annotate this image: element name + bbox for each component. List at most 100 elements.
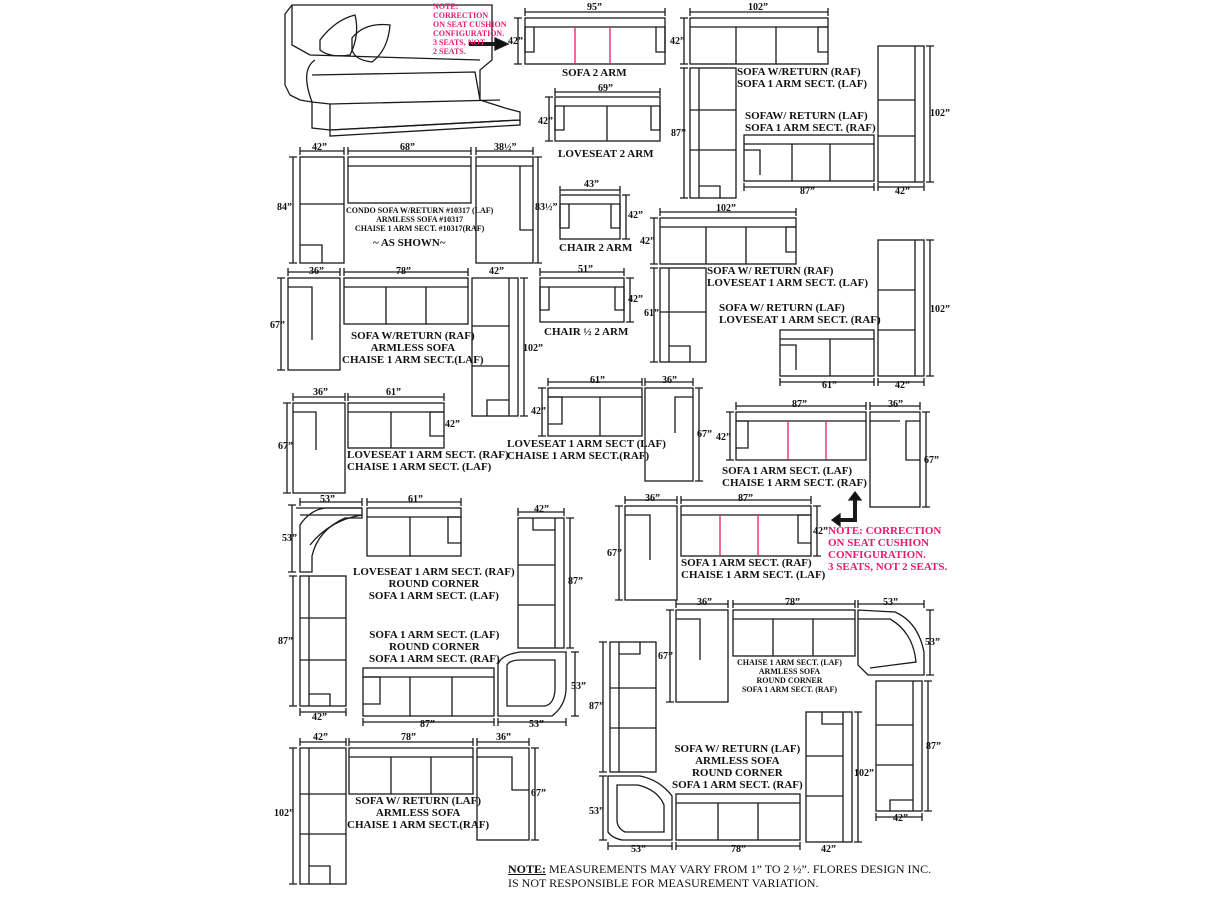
dim-53-i2: 53” xyxy=(631,844,646,855)
config-sofa-return-armless-chaise xyxy=(277,268,528,417)
dim-42-i: 42” xyxy=(821,844,836,855)
dim-42-f: 42” xyxy=(534,504,549,515)
dim-102-right-top: 102” xyxy=(930,108,950,119)
dim-67-d: 67” xyxy=(924,455,939,466)
dim-102-j: 102” xyxy=(274,808,294,819)
measurement-note: NOTE: MEASUREMENTS MAY VARY FROM 1” TO 2… xyxy=(508,862,932,890)
dim-53-f: 53” xyxy=(571,681,586,692)
dim-87-f2: 87” xyxy=(420,719,435,730)
dim-42-d: 42” xyxy=(716,432,731,443)
dim-42-chair: 42” xyxy=(628,210,643,221)
dim-43: 43” xyxy=(584,179,599,190)
dim-42-top: 42” xyxy=(670,36,685,47)
config-sofa-round-sofa xyxy=(362,508,579,726)
label-chair-2-arm: CHAIR 2 ARM xyxy=(559,242,633,254)
dim-42-j: 42” xyxy=(313,732,328,743)
label-as-shown: ~ AS SHOWN~ xyxy=(373,237,446,249)
dim-61-mid: 61” xyxy=(644,308,659,319)
dim-87-h: 87” xyxy=(926,741,941,752)
label-chair-half: CHAIR ½ 2 ARM xyxy=(544,326,629,338)
dim-36-g: 36” xyxy=(645,493,660,504)
label-loveseat-2-arm: LOVESEAT 2 ARM xyxy=(558,148,654,160)
dim-53-h2: 53” xyxy=(925,637,940,648)
dim-42-h: 42” xyxy=(893,813,908,824)
dim-42-loveseat: 42” xyxy=(538,116,553,127)
dim-42-g: 42” xyxy=(813,526,828,537)
config-loveseat-2-arm xyxy=(545,88,661,142)
dim-53-e2: 53” xyxy=(282,533,297,544)
dim-67-g: 67” xyxy=(607,548,622,559)
dim-68: 68” xyxy=(400,142,415,153)
config-sofa-chaise-right xyxy=(726,402,930,508)
dim-61-c: 61” xyxy=(590,375,605,386)
dim-42-right-top: 42” xyxy=(895,186,910,197)
label-sofa-return-loveseat-raf: SOFA W/ RETURN (RAF)LOVESEAT 1 ARM SECT.… xyxy=(707,265,869,289)
dim-78-i: 78” xyxy=(731,844,746,855)
label-loveseat-chaise: LOVESEAT 1 ARM SECT. (RAF)CHAISE 1 ARM S… xyxy=(347,449,509,473)
dim-61-b: 61” xyxy=(386,387,401,398)
label-sofa-chaise-right: SOFA 1 ARM SECT. (LAF)CHAISE 1 ARM SECT.… xyxy=(722,465,867,489)
arrow-head-icon xyxy=(494,36,510,52)
dim-42-c: 42” xyxy=(531,406,546,417)
label-sofa-return-raf: SOFA W/RETURN (RAF)SOFA 1 ARM SECT. (LAF… xyxy=(737,66,868,90)
dim-87-right-top: 87” xyxy=(800,186,815,197)
config-chaise-armless-round xyxy=(666,600,934,821)
dim-78-j: 78” xyxy=(401,732,416,743)
config-loveseat-round-sofa xyxy=(288,498,462,716)
config-sofa-chaise-center xyxy=(615,496,821,601)
label-sofa-2-arm: SOFA 2 ARM xyxy=(562,67,627,79)
dim-61-e: 61” xyxy=(408,494,423,505)
label-sofa-chaise-center: SOFA 1 ARM SECT. (RAF)CHAISE 1 ARM SECT.… xyxy=(681,557,826,581)
dim-53-e: 53” xyxy=(320,494,335,505)
sofa-illustration xyxy=(284,4,521,137)
dim-51: 51” xyxy=(578,264,593,275)
label-condo: CONDO SOFA W/RETURN #10317 (LAF)ARMLESS … xyxy=(346,206,494,233)
dim-67-j: 67” xyxy=(531,788,546,799)
dim-102-a: 102” xyxy=(523,343,543,354)
config-sofa-return-armless-chaise-raf xyxy=(289,738,539,885)
config-chair-half xyxy=(539,268,634,323)
config-sofa-return-laf xyxy=(743,45,934,191)
config-condo xyxy=(289,147,542,264)
dim-83-half: 83½” xyxy=(535,202,558,213)
dim-38-half: 38½” xyxy=(494,142,517,153)
dim-42-right-mid: 42” xyxy=(895,380,910,391)
dim-36-b: 36” xyxy=(313,387,328,398)
dim-53-h: 53” xyxy=(883,597,898,608)
dim-67-h: 67” xyxy=(658,651,673,662)
config-loveseat-laf-chaise-raf xyxy=(538,378,703,482)
dim-78-h: 78” xyxy=(785,597,800,608)
dim-87-d: 87” xyxy=(792,399,807,410)
config-chair-2-arm xyxy=(559,186,630,240)
dim-36-a: 36” xyxy=(309,266,324,277)
dim-36-h: 36” xyxy=(697,597,712,608)
dim-102-mid: 102” xyxy=(716,203,736,214)
dim-102-right-mid: 102” xyxy=(930,304,950,315)
dim-87-f: 87” xyxy=(568,576,583,587)
dim-67-a: 67” xyxy=(270,320,285,331)
dim-42-chair-half: 42” xyxy=(628,294,643,305)
label-loveseat-laf-chaise-raf: LOVESEAT 1 ARM SECT (LAF)CHAISE 1 ARM SE… xyxy=(507,438,666,462)
dim-102-i: 102” xyxy=(854,768,874,779)
arrow-up-icon xyxy=(840,500,857,522)
dim-42-e: 42” xyxy=(312,712,327,723)
dim-42-mid: 42” xyxy=(640,236,655,247)
config-sofa-2-arm xyxy=(514,8,666,65)
config-sofa-return-raf xyxy=(680,8,829,199)
dim-87-g: 87” xyxy=(738,493,753,504)
correction-note-right: NOTE: CORRECTION ON SEAT CUSHION CONFIGU… xyxy=(828,525,948,573)
dim-78-a: 78” xyxy=(396,266,411,277)
label-chaise-armless-round: CHAISE 1 ARM SECT. (LAF)ARMLESS SOFA ROU… xyxy=(737,658,842,694)
label-sofa-return-round: SOFA W/ RETURN (LAF)ARMLESS SOFA ROUND C… xyxy=(672,743,803,791)
dim-95: 95” xyxy=(587,2,602,13)
dim-87-return: 87” xyxy=(671,128,686,139)
label-sofa-return-laf: SOFAW/ RETURN (LAF)SOFA 1 ARM SECT. (RAF… xyxy=(745,110,876,134)
dim-42-sofa: 42” xyxy=(508,36,523,47)
dim-87-i: 87” xyxy=(589,701,604,712)
config-sofa-return-round xyxy=(599,641,862,850)
dim-53-i: 53” xyxy=(589,806,604,817)
